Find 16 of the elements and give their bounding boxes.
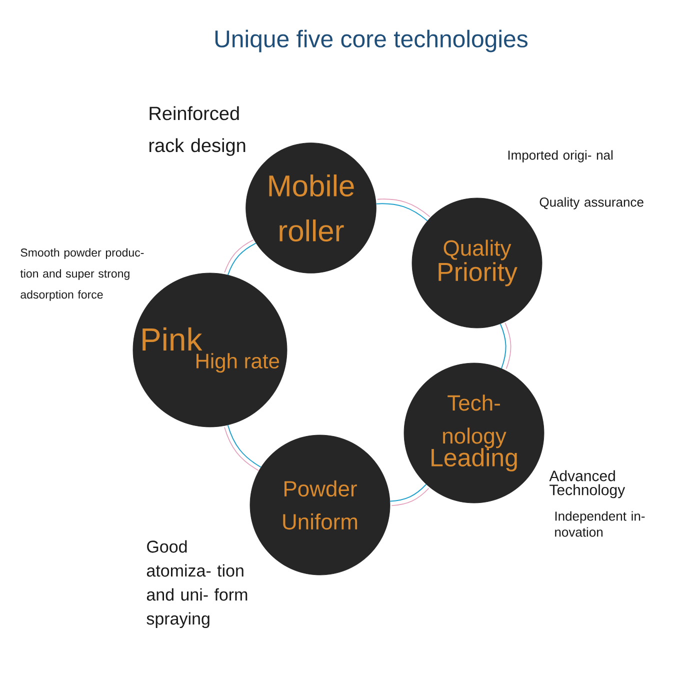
ring-line [224, 424, 262, 471]
disc: Mobile roller [246, 142, 376, 274]
ring-line [224, 239, 256, 276]
disc: Pink High rate [132, 272, 288, 428]
note: Reinforced rack design [149, 106, 246, 156]
ring-line [376, 198, 430, 222]
title: Unique five core technologies [215, 30, 528, 52]
note: Advanced Technology [549, 470, 626, 498]
ring-line [500, 322, 512, 370]
disc: Powder Uniform [250, 434, 390, 576]
disc: Tech- nology Leading [404, 362, 544, 504]
note: Independent in- novation [555, 511, 645, 537]
ring-line [390, 484, 430, 506]
note: Imported origi- nal [508, 150, 613, 162]
note: Good atomiza- tion and uni- form spraying [146, 540, 248, 628]
note: Quality assurance [540, 197, 644, 210]
